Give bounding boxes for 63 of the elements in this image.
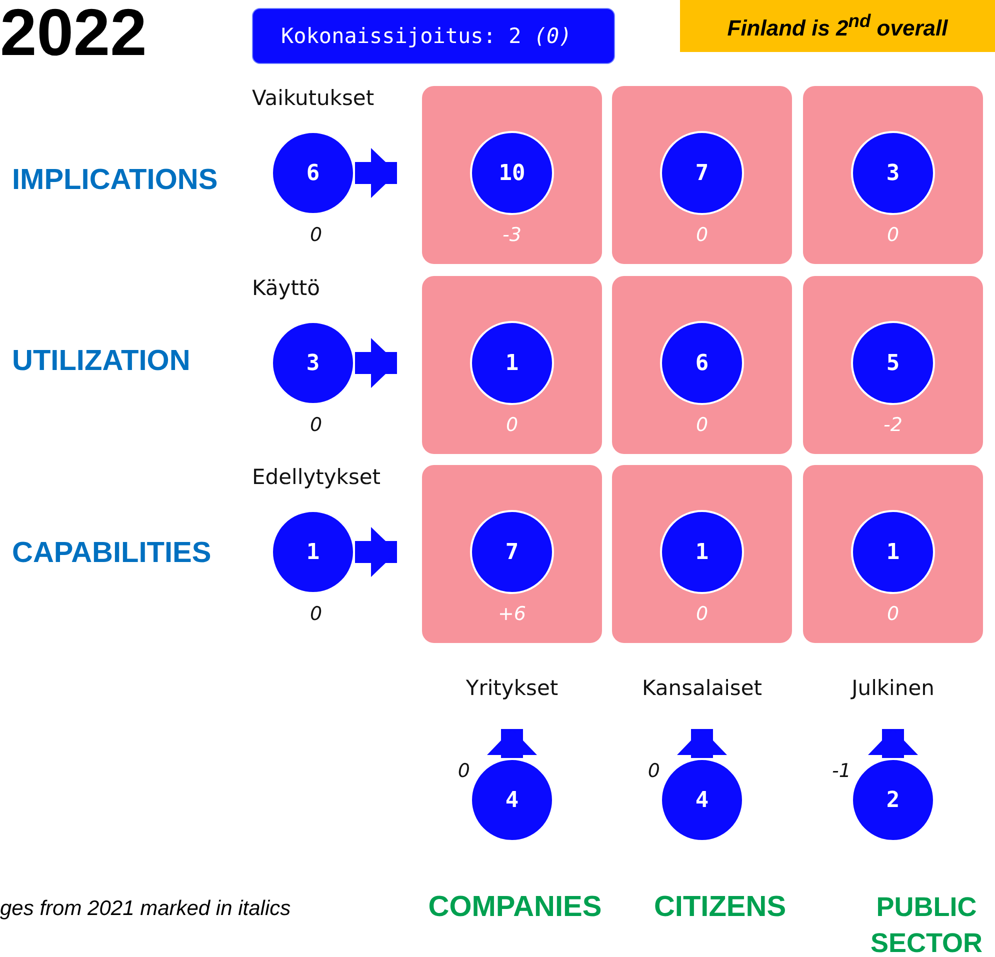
axis-label: CAPABILITIES xyxy=(12,536,212,571)
change-value: 0 xyxy=(310,603,322,625)
change-value: 0 xyxy=(504,414,520,436)
change-value: 0 xyxy=(310,224,322,246)
axis-label: IMPLICATIONS xyxy=(12,163,219,198)
block-arrow xyxy=(677,729,727,758)
change-value: 0 xyxy=(310,414,322,436)
highlight-note xyxy=(680,0,995,52)
score-circle: 1 xyxy=(271,510,355,594)
row-heading: Käyttö xyxy=(252,276,320,300)
change-value: +6 xyxy=(496,603,527,625)
score-cell xyxy=(422,465,602,643)
caption: ges from 2021 marked in italics xyxy=(0,897,291,921)
change-value: -1 xyxy=(831,760,851,782)
block-arrow xyxy=(355,148,397,198)
row-heading: Vaikutukset xyxy=(252,86,374,110)
axis-label: CITIZENS xyxy=(652,890,788,925)
score-circle: 6 xyxy=(660,321,744,405)
block-arrow xyxy=(487,729,537,758)
score-cell xyxy=(612,465,792,643)
score-circle: 1 xyxy=(660,510,744,594)
row-heading: Edellytykset xyxy=(252,465,381,489)
score-circle: 4 xyxy=(470,758,554,842)
score-circle: 7 xyxy=(660,131,744,215)
change-value: -3 xyxy=(502,224,522,246)
score-circle: 7 xyxy=(470,510,554,594)
block-arrow xyxy=(355,338,397,388)
score-cell xyxy=(803,465,983,643)
change-value: 0 xyxy=(886,603,900,625)
axis-label: PUBLIC SECTOR xyxy=(869,891,984,957)
change-value: 0 xyxy=(694,224,710,246)
axis-label: UTILIZATION xyxy=(12,344,192,379)
change-value: -2 xyxy=(882,414,904,436)
score-circle: 4 xyxy=(660,758,744,842)
block-arrow xyxy=(868,729,918,758)
score-circle: 6 xyxy=(271,131,355,215)
score-cell xyxy=(803,276,983,454)
score-circle: 1 xyxy=(851,510,935,594)
change-value: 0 xyxy=(456,760,470,782)
change-value: 0 xyxy=(694,603,710,625)
score-cell xyxy=(612,276,792,454)
score-circle: 3 xyxy=(271,321,355,405)
score-cell xyxy=(803,86,983,264)
score-cell xyxy=(422,86,602,264)
score-cell xyxy=(422,276,602,454)
column-heading: Kansalaiset xyxy=(627,672,777,704)
score-cell xyxy=(612,86,792,264)
score-circle: 2 xyxy=(851,758,935,842)
change-value: 0 xyxy=(646,760,660,782)
column-heading: Julkinen xyxy=(818,672,968,704)
score-circle: 10 xyxy=(470,131,554,215)
change-value: 0 xyxy=(694,414,710,436)
score-circle: 5 xyxy=(851,321,935,405)
title: 2022 xyxy=(0,0,147,70)
note-text: Finland is 2$^{nd}$ overall xyxy=(727,10,948,42)
total-rank-text: Kokonaissijoitus: 2 (0) xyxy=(281,24,572,48)
block-arrow xyxy=(355,527,397,577)
score-circle: 1 xyxy=(470,321,554,405)
score-circle: 3 xyxy=(851,131,935,215)
total-rank-badge xyxy=(252,8,615,64)
axis-label: COMPANIES xyxy=(427,890,603,925)
column-heading: Yritykset xyxy=(437,672,587,704)
change-value: 0 xyxy=(886,224,900,246)
